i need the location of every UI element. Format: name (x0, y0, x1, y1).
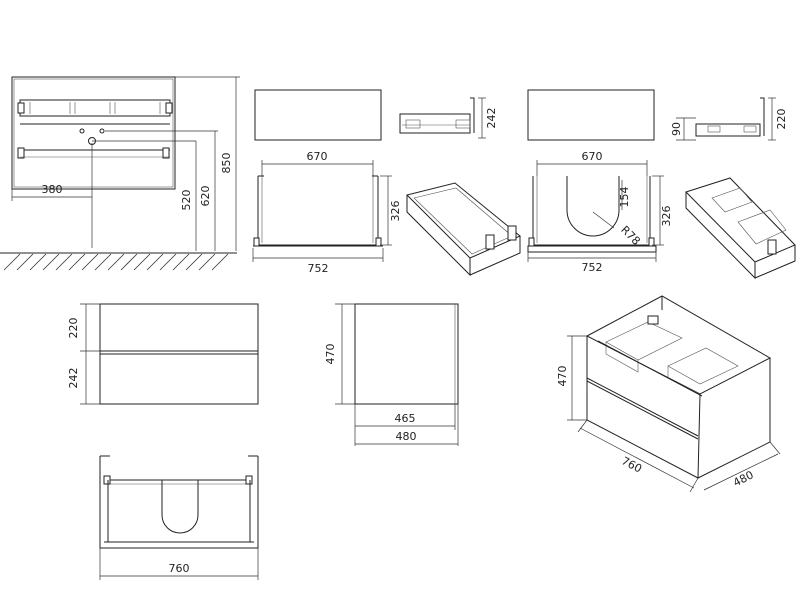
dim-drawer2-width: 670 (582, 150, 603, 163)
wall-installation-view: 380 520 620 850 (0, 76, 240, 271)
dim-drawer1-width: 670 (307, 150, 328, 163)
dim-cutout-depth: 154 (618, 187, 631, 208)
cabinet-plan-view: 760 (99, 455, 259, 580)
dim-drawer1-total-width: 752 (308, 262, 329, 275)
dim-drawer2-front-height: 220 (775, 109, 788, 130)
dim-supply-height: 620 (199, 186, 212, 207)
dim-drawer1-front-height: 242 (485, 108, 498, 129)
dim-front-bottom-height: 242 (67, 368, 80, 389)
dim-drain-height: 520 (180, 190, 193, 211)
dim-wall-width: 380 (42, 183, 63, 196)
dim-iso-height: 470 (556, 366, 569, 387)
floor-hatching (3, 253, 229, 271)
dim-side-depth: 465 (395, 412, 416, 425)
dim-drawer1-depth: 326 (389, 201, 402, 222)
cabinet-isometric-view: 470 760 480 (556, 295, 781, 493)
dim-side-height: 470 (324, 344, 337, 365)
dim-drawer2-depth: 326 (660, 206, 673, 227)
cabinet-side-view: 470 465 480 (324, 303, 459, 446)
dim-drawer2-total-width: 752 (582, 261, 603, 274)
dim-plan-width: 760 (169, 562, 190, 575)
cabinet-front-view: 220 242 (67, 303, 259, 405)
dim-mount-height: 850 (220, 153, 233, 174)
drawer1-views: 670 326 752 242 (252, 89, 521, 277)
dim-front-top-height: 220 (67, 318, 80, 339)
dim-side-total-depth: 480 (396, 430, 417, 443)
dim-drawer2-inner-height: 90 (670, 122, 683, 136)
dim-cutout-radius: R78 (618, 223, 642, 247)
drawer2-views: 670 154 R78 326 752 90 220 (527, 89, 796, 280)
dim-iso-width: 760 (619, 454, 644, 475)
dim-iso-depth: 480 (731, 468, 756, 489)
